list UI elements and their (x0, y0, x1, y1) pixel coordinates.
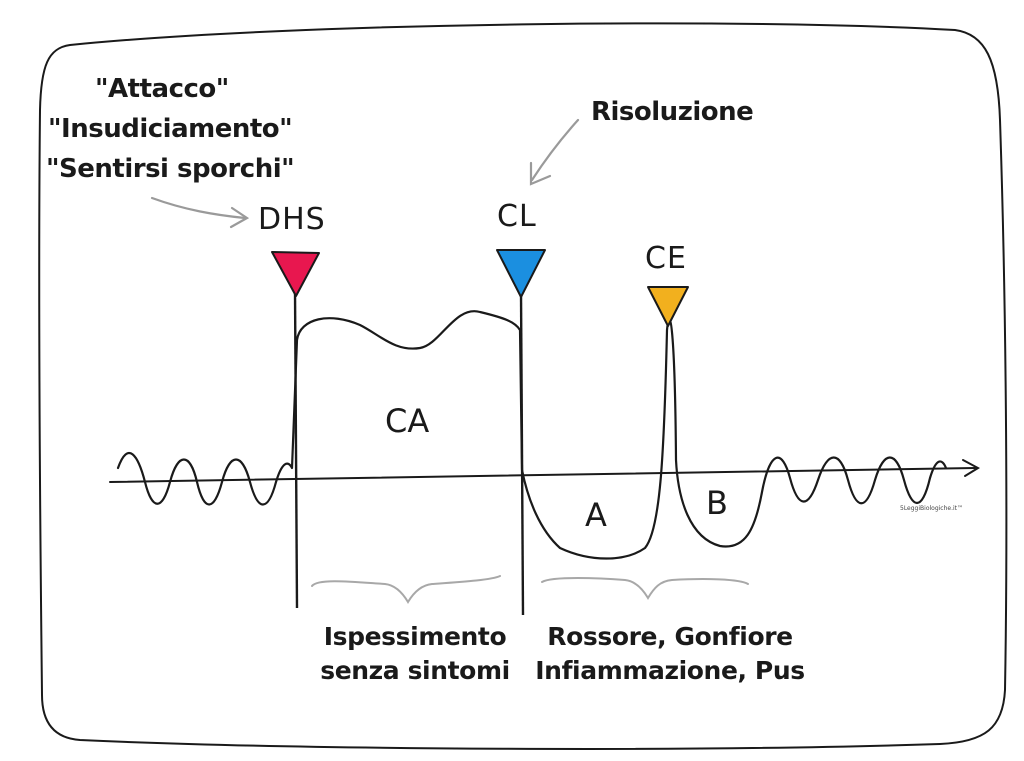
left-description-line1: Ispessimento (323, 622, 507, 651)
resolution-label: Risoluzione (591, 97, 754, 127)
quote-attack: "Attacco" (95, 74, 229, 104)
phase-a-label: A (585, 496, 607, 534)
ce-label: CE (645, 241, 687, 276)
dhs-marker-icon (271, 251, 320, 297)
phase-ca-label: CA (385, 402, 430, 440)
right-description: Rossore, Gonfiore Infiammazione, Pus (530, 624, 810, 683)
cl-marker-icon (496, 249, 546, 298)
frame-border (38, 22, 1008, 750)
attack-pointer-arrow (150, 196, 250, 229)
dhs-vertical-line (293, 289, 299, 609)
dhs-label: DHS (258, 202, 326, 237)
left-description-line2: senza sintomi (320, 656, 510, 685)
quote-feeling-dirty: "Sentirsi sporchi" (46, 154, 295, 184)
right-brace (541, 577, 749, 600)
left-brace (311, 575, 501, 604)
cl-label: CL (497, 199, 537, 234)
right-description-line2: Infiammazione, Pus (535, 656, 805, 685)
left-description: Ispessimento senza sintomi (300, 624, 530, 683)
phase-curve (116, 310, 948, 560)
credit-text: 5LeggiBiologiche.it™ (900, 505, 964, 512)
right-description-line1: Rossore, Gonfiore (547, 622, 793, 651)
time-axis (109, 459, 981, 483)
resolution-pointer-arrow (529, 118, 580, 186)
ce-marker-icon (647, 286, 689, 327)
quote-soiling: "Insudiciamento" (48, 114, 293, 144)
phase-b-label: B (706, 484, 728, 522)
